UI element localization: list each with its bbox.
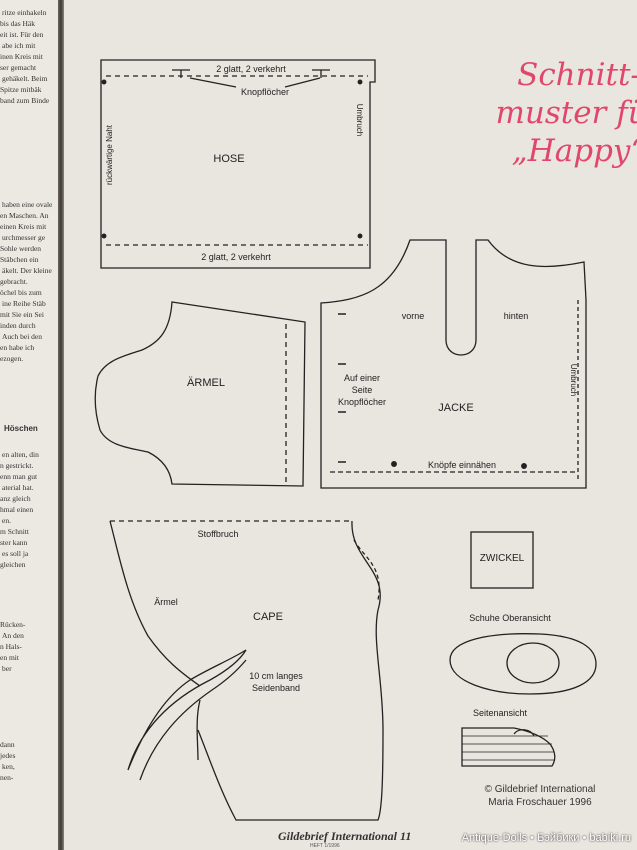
hose-bottom-label: 2 glatt, 2 verkehrt <box>201 252 271 262</box>
left-page-line: band zum Binde <box>0 96 50 105</box>
title-line-3: „Happy“ <box>511 133 637 169</box>
title-line-2: muster für <box>495 95 637 131</box>
left-page-line: gebracht. <box>0 277 28 286</box>
left-page-line: mit Sie ein Sei <box>0 310 44 319</box>
jacke-front-label: vorne <box>402 311 425 321</box>
left-page-line: n Hals- <box>0 642 22 651</box>
pattern-sheet: 2 glatt, 2 verkehrt Knopflöcher rückwärt… <box>94 59 597 821</box>
left-page-line: ster kann <box>0 538 28 547</box>
zwickel-pattern: ZWICKEL <box>470 531 534 589</box>
left-page-line: dann <box>0 740 15 749</box>
left-page-line: einen Kreis mit <box>0 222 47 231</box>
watermark: Antique-Dolls • Бэйбики • babiki.ru <box>461 832 631 844</box>
jacke-side-label-2: Seite <box>352 385 373 395</box>
left-page-line: Rücken- <box>0 620 26 629</box>
schuhe-side-view-label: Seitenansicht <box>473 708 528 718</box>
cape-name: CAPE <box>253 611 283 623</box>
left-page-heading: Höschen <box>4 424 38 433</box>
left-page-line: öchel bis zum <box>0 288 42 297</box>
right-page: 2 glatt, 2 verkehrt Knopflöcher rückwärt… <box>64 0 637 850</box>
left-page-line: Spitze mitbäk <box>0 85 42 94</box>
credit-line-1: © Gildebrief International <box>484 784 596 795</box>
cape-sleeve-label: Ärmel <box>154 597 178 607</box>
left-page-line: ser gemacht <box>0 63 37 72</box>
left-page-line: ken, <box>2 762 15 771</box>
left-page-line: n gestrickt. <box>0 461 34 470</box>
left-page-line: ine Reihe Stäb <box>2 299 46 308</box>
left-page-line: inen Kreis mit <box>0 52 43 61</box>
credit-line-2: Maria Froschauer 1996 <box>488 797 592 808</box>
left-page-line: enn man gut <box>0 472 38 481</box>
left-page-line: gleichen <box>0 560 26 569</box>
jacke-side-label-3: Knopflöcher <box>338 397 386 407</box>
left-page-line: ritze einhakeln <box>2 8 47 17</box>
left-page-line: m Schnitt <box>0 527 29 536</box>
hose-top-label: 2 glatt, 2 verkehrt <box>216 64 286 74</box>
jacke-fold-label: Umbruch <box>569 364 578 396</box>
jacke-back-label: hinten <box>504 311 529 321</box>
left-page-line: haben eine ovale <box>2 200 53 209</box>
left-page-line: bis das Häk <box>0 19 35 28</box>
aermel-name: ÄRMEL <box>187 377 225 389</box>
jacke-name: JACKE <box>438 402 473 414</box>
copyright-credit: © Gildebrief International Maria Froscha… <box>470 783 610 809</box>
hose-seam-label: rückwärtige Naht <box>105 124 114 185</box>
left-page-line: inden durch <box>0 321 36 330</box>
schuhe-pattern: Schuhe Oberansicht Seitenansicht <box>449 613 597 767</box>
left-page-line: gehäkelt. Beim <box>2 74 48 83</box>
left-page-line: abe ich mit <box>2 41 36 50</box>
pattern-title: Schnitt- muster für „Happy“ <box>474 56 637 170</box>
left-page-line: eit ist. Für den <box>0 30 44 39</box>
left-page-line: en mit <box>0 653 19 662</box>
left-page-line: An den <box>2 631 24 640</box>
jacke-side-label-1: Auf einer <box>344 373 380 383</box>
jacke-pattern: vorne hinten Auf einer Seite Knopflöcher… <box>320 239 587 489</box>
page-footer: Gildebrief International 11 <box>278 829 412 843</box>
cape-ribbon-label-2: Seidenband <box>252 683 300 693</box>
left-page-line: ber <box>2 664 12 673</box>
cape-ribbon-label-1: 10 cm langes <box>249 671 303 681</box>
left-page-line: nen- <box>0 773 14 782</box>
hose-buttonholes-label: Knopflöcher <box>241 87 289 97</box>
left-page-line: Sohle werden <box>0 244 42 253</box>
schuhe-top-view-label: Schuhe Oberansicht <box>469 613 551 623</box>
cape-pattern: Stoffbruch Ärmel CAPE 10 cm langes Seide… <box>109 520 384 821</box>
hose-fold-label: Umbruch <box>355 104 364 136</box>
left-page-line: en. <box>2 516 11 525</box>
left-page-line: ezogen. <box>0 354 24 363</box>
left-page-line: en habe ich <box>0 343 35 352</box>
left-page-line: äkelt. Der kleine <box>2 266 52 275</box>
page-footer-issue: HEFT 1/1996 <box>310 843 340 849</box>
left-page-line: urchmesser ge <box>2 233 46 242</box>
aermel-pattern: ÄRMEL <box>94 301 306 487</box>
left-page-line: Auch bei den <box>2 332 42 341</box>
title-line-1: Schnitt- <box>517 57 637 93</box>
left-page-line: es soll ja <box>2 549 29 558</box>
left-page: ritze einhakeln bis das Häk eit ist. Für d… <box>0 0 58 850</box>
page-gutter <box>58 0 64 850</box>
left-page-line: aterial hat. <box>2 483 34 492</box>
left-page-line: en alten, din <box>2 450 39 459</box>
hose-name: HOSE <box>213 153 244 165</box>
left-page-line: jedes <box>0 751 16 760</box>
hose-pattern: 2 glatt, 2 verkehrt Knopflöcher rückwärt… <box>100 59 376 269</box>
left-page-line: hmal einen <box>0 505 34 514</box>
cape-fold-label: Stoffbruch <box>198 529 239 539</box>
left-page-line: en Maschen. An <box>0 211 49 220</box>
zwickel-name: ZWICKEL <box>480 553 525 564</box>
left-page-line: Stäbchen ein <box>0 255 39 264</box>
left-page-line: anz gleich <box>0 494 31 503</box>
jacke-buttons-label: Knöpfe einnähen <box>428 460 496 470</box>
